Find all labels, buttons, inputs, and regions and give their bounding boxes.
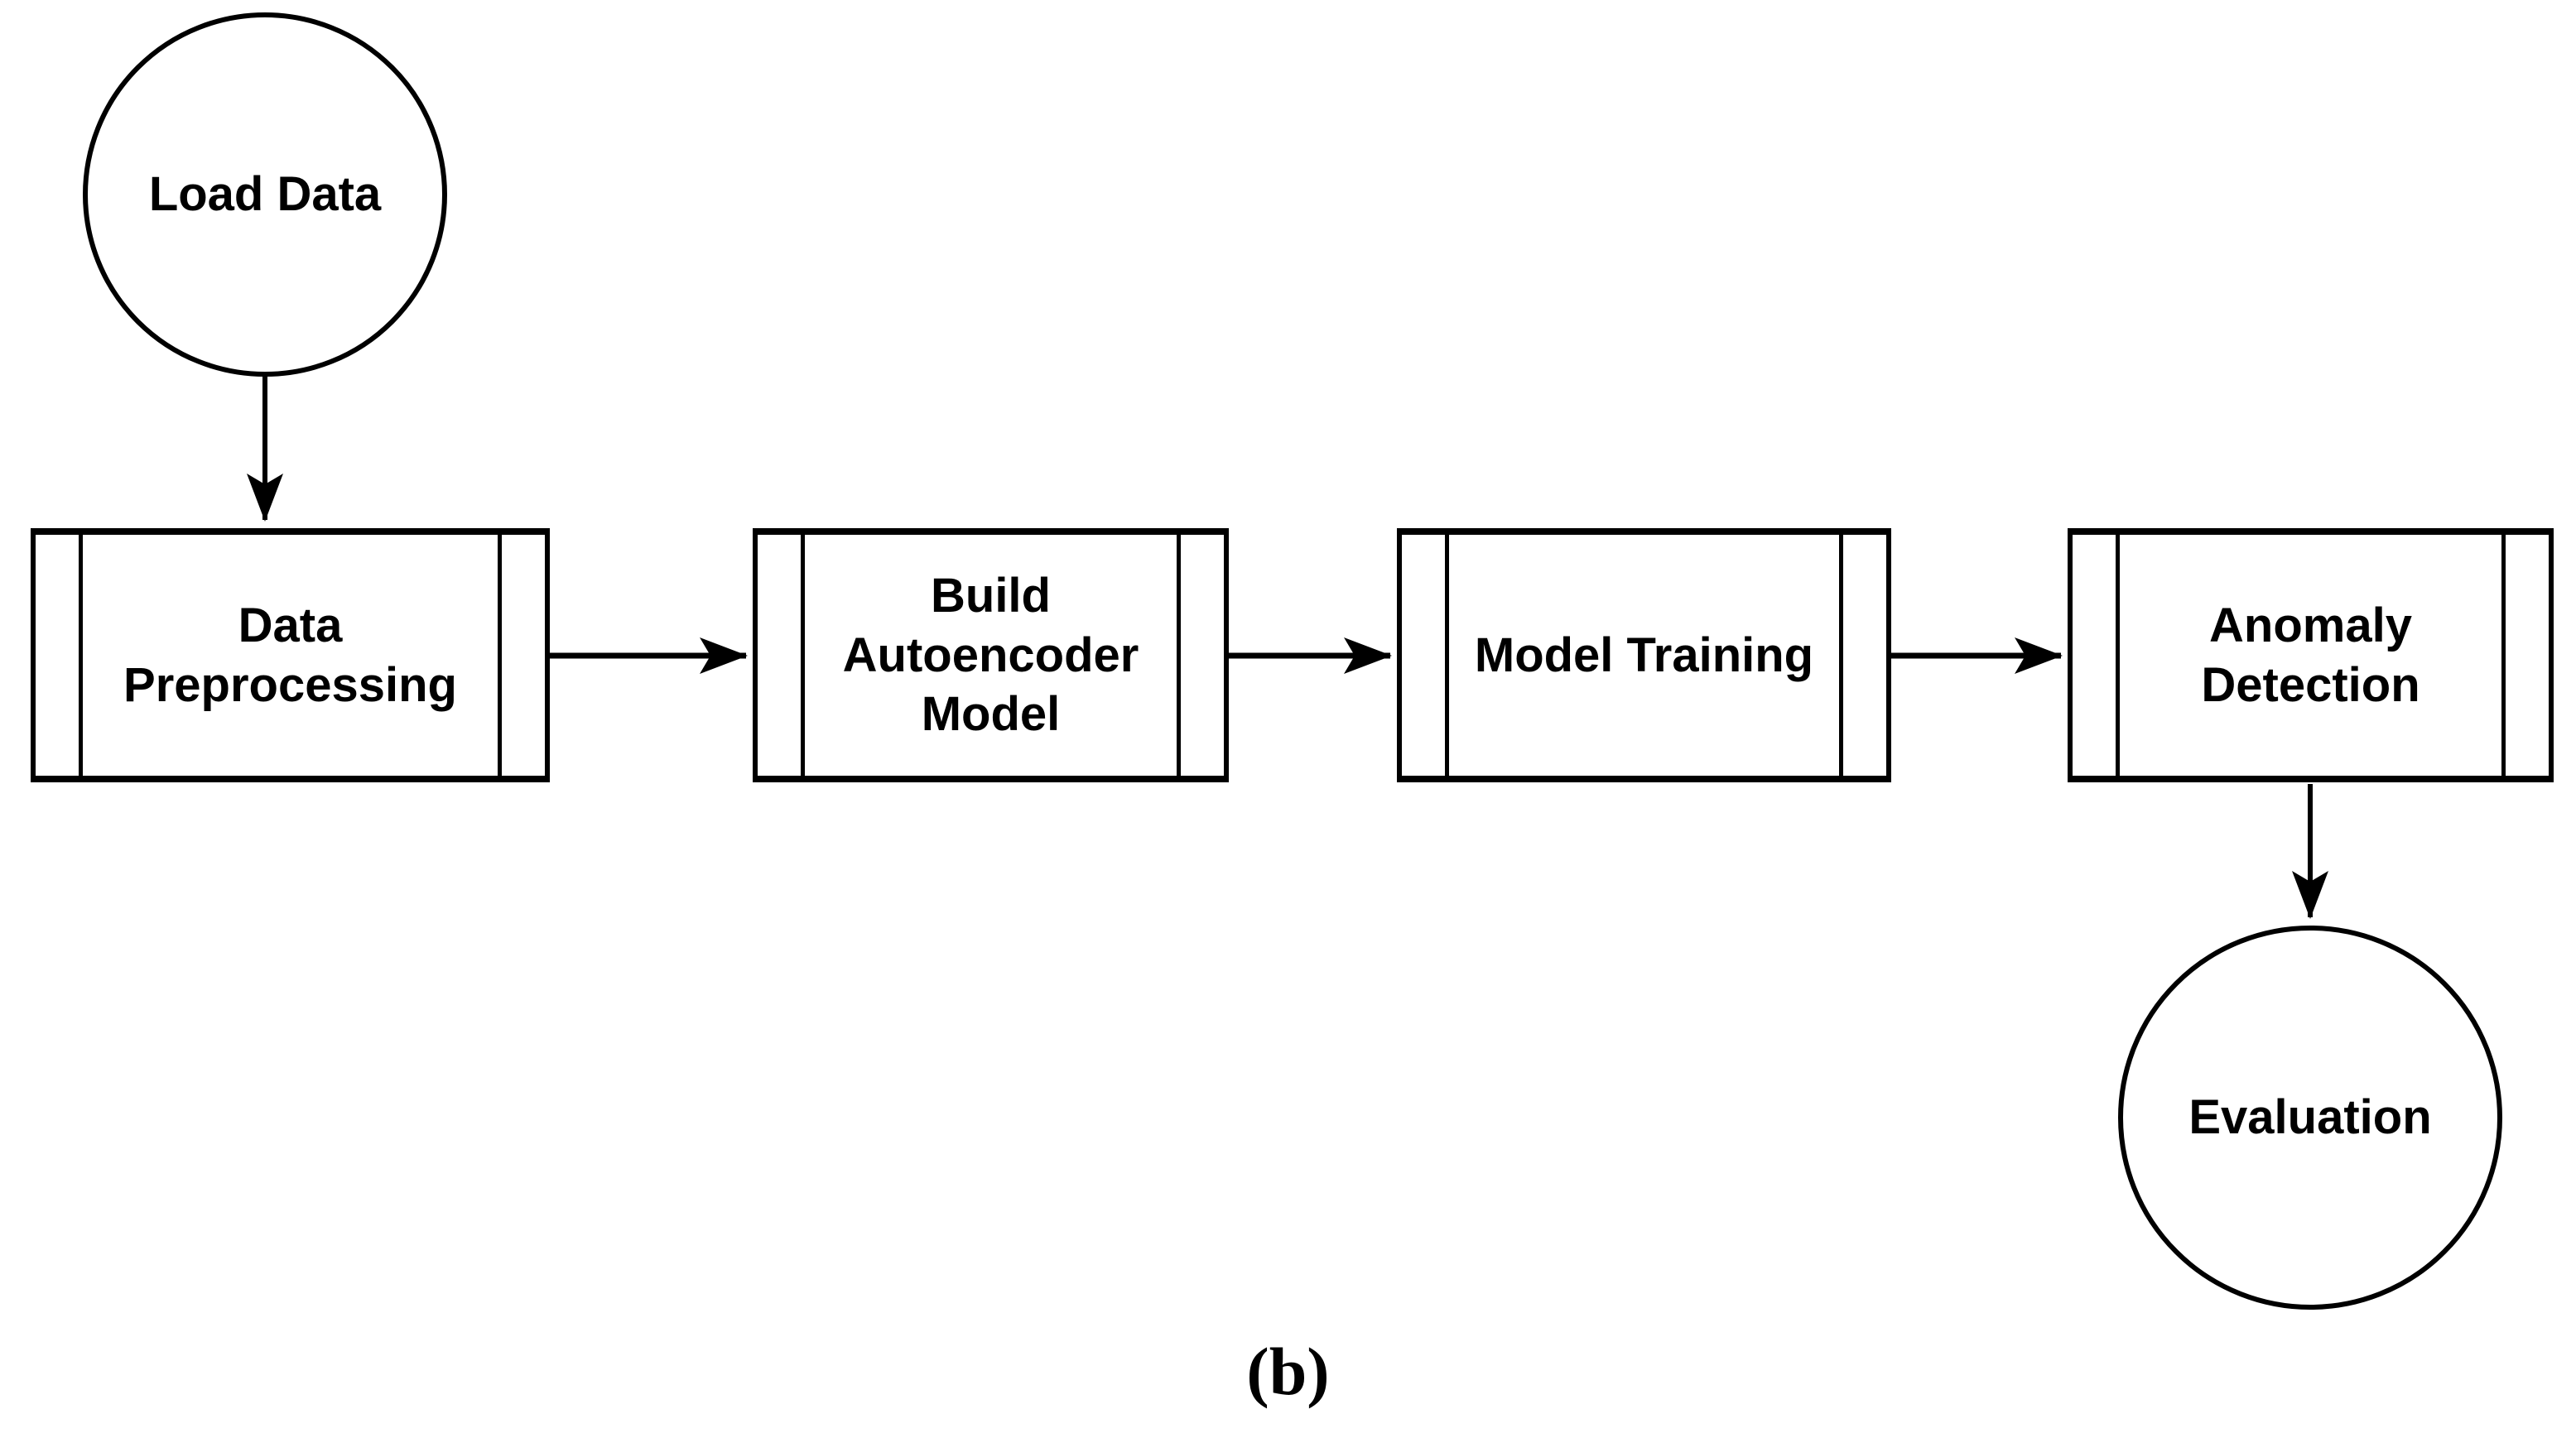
node-anomaly-detection: Anomaly Detection [2068,528,2554,782]
node-anomaly-detection-label: Anomaly Detection [2201,598,2420,712]
node-evaluation: Evaluation [2118,926,2502,1310]
figure-caption: (b) [1246,1334,1330,1409]
node-load-data-label: Load Data [148,167,382,222]
node-build-autoencoder-model-label: Build Autoencoder Model [842,568,1139,742]
node-model-training: Model Training [1397,528,1891,782]
node-data-preprocessing-label: Data Preprocessing [123,598,457,712]
node-load-data: Load Data [83,12,447,377]
node-model-training-label: Model Training [1474,628,1814,682]
node-build-autoencoder-model: Build Autoencoder Model [753,528,1229,782]
node-data-preprocessing: Data Preprocessing [31,528,550,782]
node-evaluation-label: Evaluation [2188,1090,2432,1145]
